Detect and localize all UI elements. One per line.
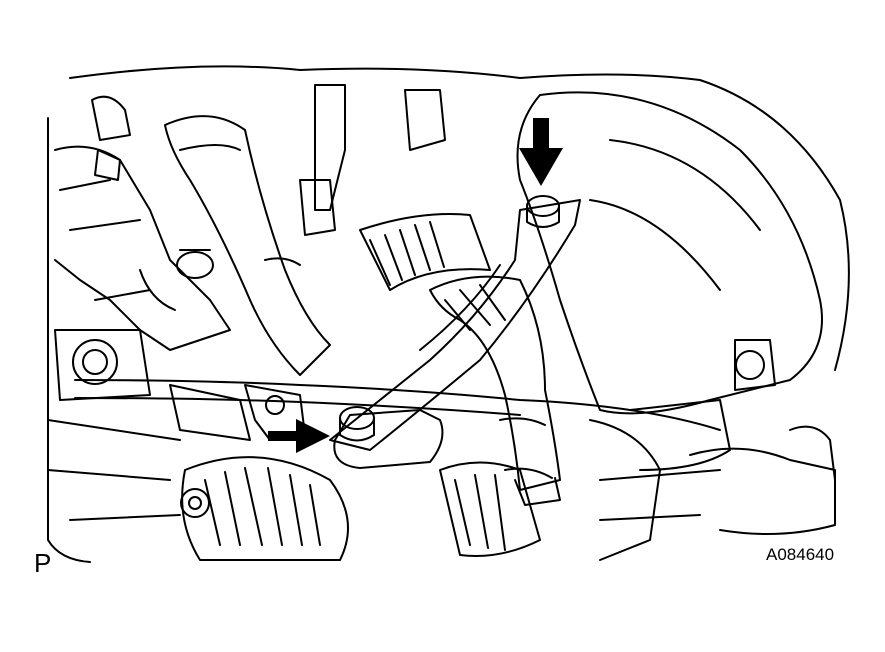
engine-block: [54, 145, 231, 351]
corrugated-hose: [359, 213, 491, 291]
lower-hose: [429, 275, 561, 491]
upper-hose: [164, 115, 331, 376]
figure-id: A084640: [766, 545, 835, 564]
wire-harness: [74, 379, 721, 431]
alternator: [180, 456, 349, 561]
arrow-icon: [268, 419, 330, 453]
upper-bolt: [526, 195, 560, 228]
air-intake-housing: [516, 91, 823, 415]
view-letter: P: [34, 548, 52, 578]
arrow-icon: [519, 118, 563, 186]
lower-bolt: [333, 406, 444, 469]
mounting-bracket: [329, 199, 581, 451]
